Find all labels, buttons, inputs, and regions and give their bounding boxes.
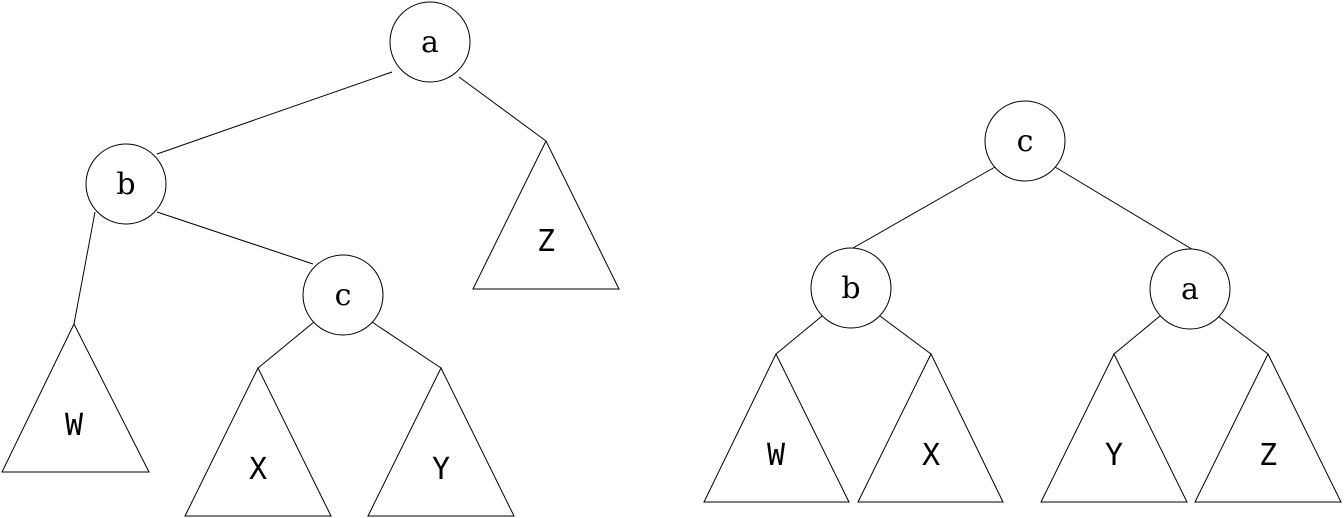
edge-a-z2 xyxy=(1217,315,1269,355)
subtree-y2-label: Y xyxy=(1105,438,1123,473)
subtree-w2-triangle xyxy=(703,352,850,503)
node-b2-circle xyxy=(810,247,892,329)
subtree-x2-triangle xyxy=(857,352,1004,503)
node-c2: c xyxy=(984,100,1066,182)
node-c-label: c xyxy=(335,278,352,313)
edge-b-c xyxy=(156,211,314,265)
node-a2: a xyxy=(1149,248,1231,330)
edge-a-z xyxy=(458,76,547,142)
node-b-circle xyxy=(85,143,167,225)
subtree-y2-triangle xyxy=(1040,352,1188,503)
subtree-x-label: X xyxy=(249,452,267,487)
edge-b-x2 xyxy=(879,315,932,355)
edge-c-b xyxy=(852,166,996,249)
node-c2-circle xyxy=(984,100,1066,182)
subtree-y-triangle xyxy=(367,366,515,517)
subtree-y-label: Y xyxy=(432,452,450,487)
subtree-x: X xyxy=(184,366,332,517)
subtree-w2: W xyxy=(703,352,850,503)
node-b2: b xyxy=(810,247,892,329)
node-a-label: a xyxy=(421,25,439,60)
subtree-y: Y xyxy=(367,366,515,517)
subtree-w2-label: W xyxy=(767,438,786,473)
node-b2-label: b xyxy=(841,271,860,306)
edge-c-y xyxy=(371,321,442,369)
edge-a-b xyxy=(156,71,393,155)
subtree-x-triangle xyxy=(184,366,332,517)
subtree-z2-triangle xyxy=(1194,352,1342,503)
node-a2-circle xyxy=(1149,248,1231,330)
edge-a-y2 xyxy=(1113,315,1161,355)
subtree-z-triangle xyxy=(472,139,620,290)
subtree-z2: Z xyxy=(1194,352,1342,503)
node-a: a xyxy=(389,1,471,83)
subtree-w-triangle xyxy=(1,322,150,473)
subtree-z: Z xyxy=(472,139,620,290)
node-c2-label: c xyxy=(1017,124,1034,159)
edge-c-a xyxy=(1054,166,1201,255)
subtree-y2: Y xyxy=(1040,352,1188,503)
subtree-x2-label: X xyxy=(922,438,940,473)
subtree-w: W xyxy=(1,322,150,473)
before-tree: Z W X Y a b c xyxy=(1,1,620,517)
subtree-x2: X xyxy=(857,352,1004,503)
subtree-w-label: W xyxy=(65,408,84,443)
node-b: b xyxy=(85,143,167,225)
subtree-z2-label: Z xyxy=(1259,438,1277,473)
edge-b-w xyxy=(73,211,96,325)
edge-b-w2 xyxy=(775,315,823,355)
node-c-circle xyxy=(302,254,384,336)
after-tree: W X Y Z c b a xyxy=(703,100,1342,503)
node-a2-label: a xyxy=(1181,272,1199,307)
node-b-label: b xyxy=(116,167,135,202)
node-c: c xyxy=(302,254,384,336)
subtree-z-label: Z xyxy=(537,224,555,259)
node-a-circle xyxy=(389,1,471,83)
edge-c-x xyxy=(257,321,315,369)
